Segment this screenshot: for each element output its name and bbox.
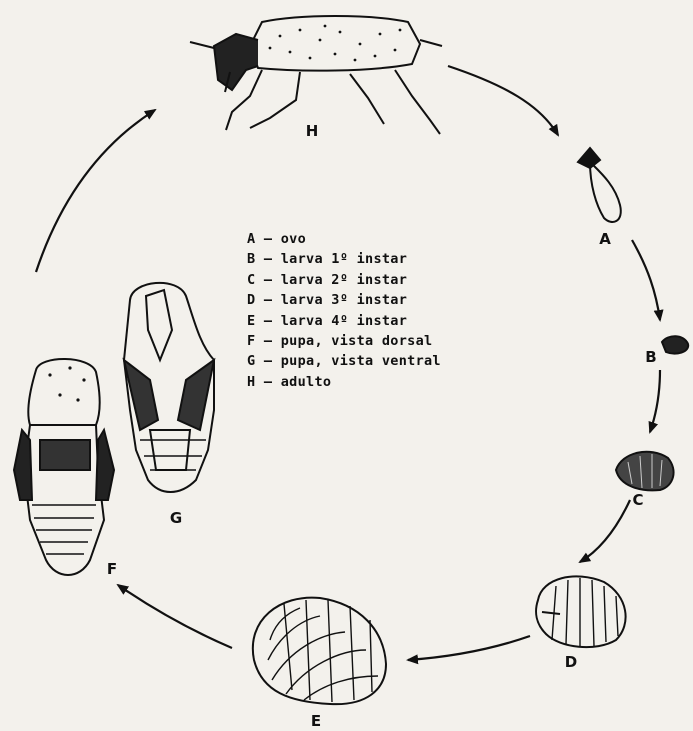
pupa-dorsal-drawing [14, 359, 114, 575]
legend-item-e: E – larva 4º instar [247, 311, 441, 331]
stage-label-h: H [306, 122, 319, 140]
legend-item-g: G – pupa, vista ventral [247, 351, 441, 371]
legend-item-a: A – ovo [247, 229, 441, 249]
stage-label-c: C [632, 491, 643, 509]
stage-label-f: F [107, 560, 117, 578]
larva-2nd-instar-drawing [616, 452, 674, 491]
stage-label-e: E [311, 712, 321, 730]
legend-item-c: C – larva 2º instar [247, 270, 441, 290]
pupa-ventral-drawing [124, 283, 214, 492]
larva-1st-instar-drawing [662, 336, 688, 353]
legend-item-b: B – larva 1º instar [247, 249, 441, 269]
larva-3rd-instar-drawing [536, 576, 626, 647]
arrow-a-to-b [632, 240, 660, 320]
legend-item-f: F – pupa, vista dorsal [247, 331, 441, 351]
egg-drawing [578, 148, 621, 222]
stage-label-b: B [645, 348, 656, 366]
larva-4th-instar-drawing [253, 598, 386, 705]
arrow-e-to-f [118, 585, 232, 648]
adult-weevil-drawing [190, 16, 442, 134]
arrow-h-to-a [448, 66, 558, 135]
stage-label-g: G [170, 509, 182, 527]
arrow-d-to-e [408, 636, 530, 660]
legend-item-d: D – larva 3º instar [247, 290, 441, 310]
legend-item-h: H – adulto [247, 372, 441, 392]
arrow-c-to-d [580, 500, 630, 562]
arrow-b-to-c [650, 370, 660, 432]
stage-label-a: A [599, 230, 611, 248]
legend: A – ovo B – larva 1º instar C – larva 2º… [247, 229, 441, 392]
arrow-g-to-h [36, 110, 155, 272]
stage-label-d: D [565, 653, 577, 671]
